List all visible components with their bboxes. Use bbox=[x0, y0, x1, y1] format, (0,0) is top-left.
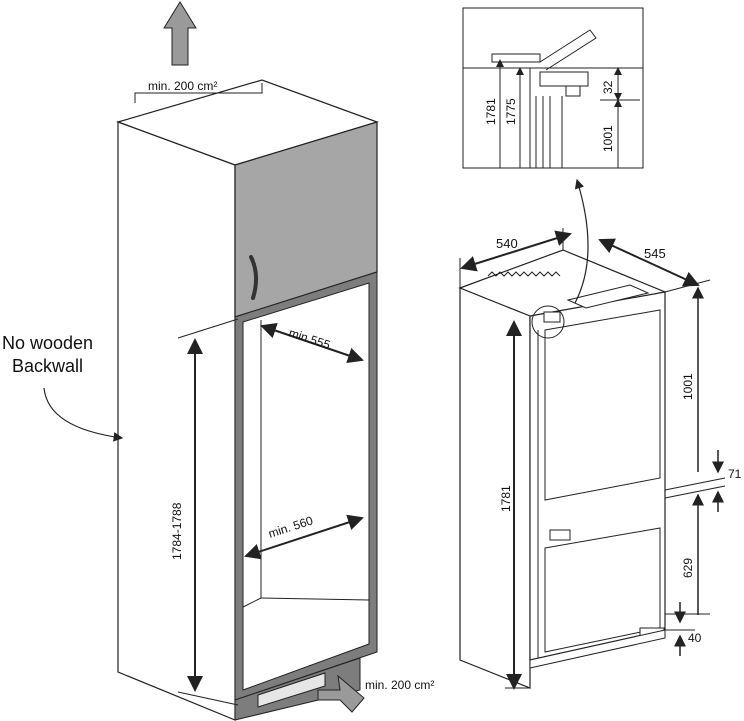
top-plate bbox=[566, 284, 650, 309]
detail-1001-label: 1001 bbox=[601, 125, 615, 152]
height-1781-label: 1781 bbox=[499, 485, 513, 512]
detail-pointer bbox=[574, 178, 589, 304]
appliance-plinth bbox=[529, 629, 666, 669]
detail-32-label: 32 bbox=[601, 80, 615, 94]
lower-629-label: 629 bbox=[681, 558, 695, 578]
air-bottom-label: min. 200 cm² bbox=[365, 678, 434, 692]
depth-545-label: 545 bbox=[644, 246, 666, 261]
appliance-upper-door bbox=[544, 309, 661, 501]
niche-height-label: 1784-1788 bbox=[170, 502, 184, 560]
hinge-top bbox=[543, 311, 561, 323]
backwall-line1: No wooden bbox=[2, 333, 93, 353]
cabinet bbox=[116, 79, 379, 721]
gap-71-label: 71 bbox=[728, 467, 742, 481]
detail-inset bbox=[462, 7, 644, 169]
cabinet-left-side bbox=[117, 121, 236, 721]
width-540-label: 540 bbox=[496, 236, 518, 251]
backwall-pointer bbox=[43, 387, 124, 442]
upper-1001-label: 1001 bbox=[681, 373, 695, 400]
door-handle-icon bbox=[249, 255, 258, 300]
appliance bbox=[458, 249, 667, 689]
foot-40-label: 40 bbox=[688, 631, 702, 645]
detail-marker bbox=[531, 305, 565, 339]
detail-1781-label: 1781 bbox=[484, 98, 498, 125]
appliance-side bbox=[459, 287, 531, 689]
vent-grille bbox=[257, 672, 326, 708]
detail-1775-label: 1775 bbox=[504, 98, 518, 125]
niche-opening bbox=[242, 282, 370, 691]
backwall-line2: Backwall bbox=[12, 356, 83, 376]
air-top-label: min. 200 cm² bbox=[148, 79, 217, 93]
arrow-up-icon bbox=[163, 1, 197, 66]
hinge-mid bbox=[549, 529, 571, 541]
arrow-right-icon bbox=[317, 674, 365, 713]
